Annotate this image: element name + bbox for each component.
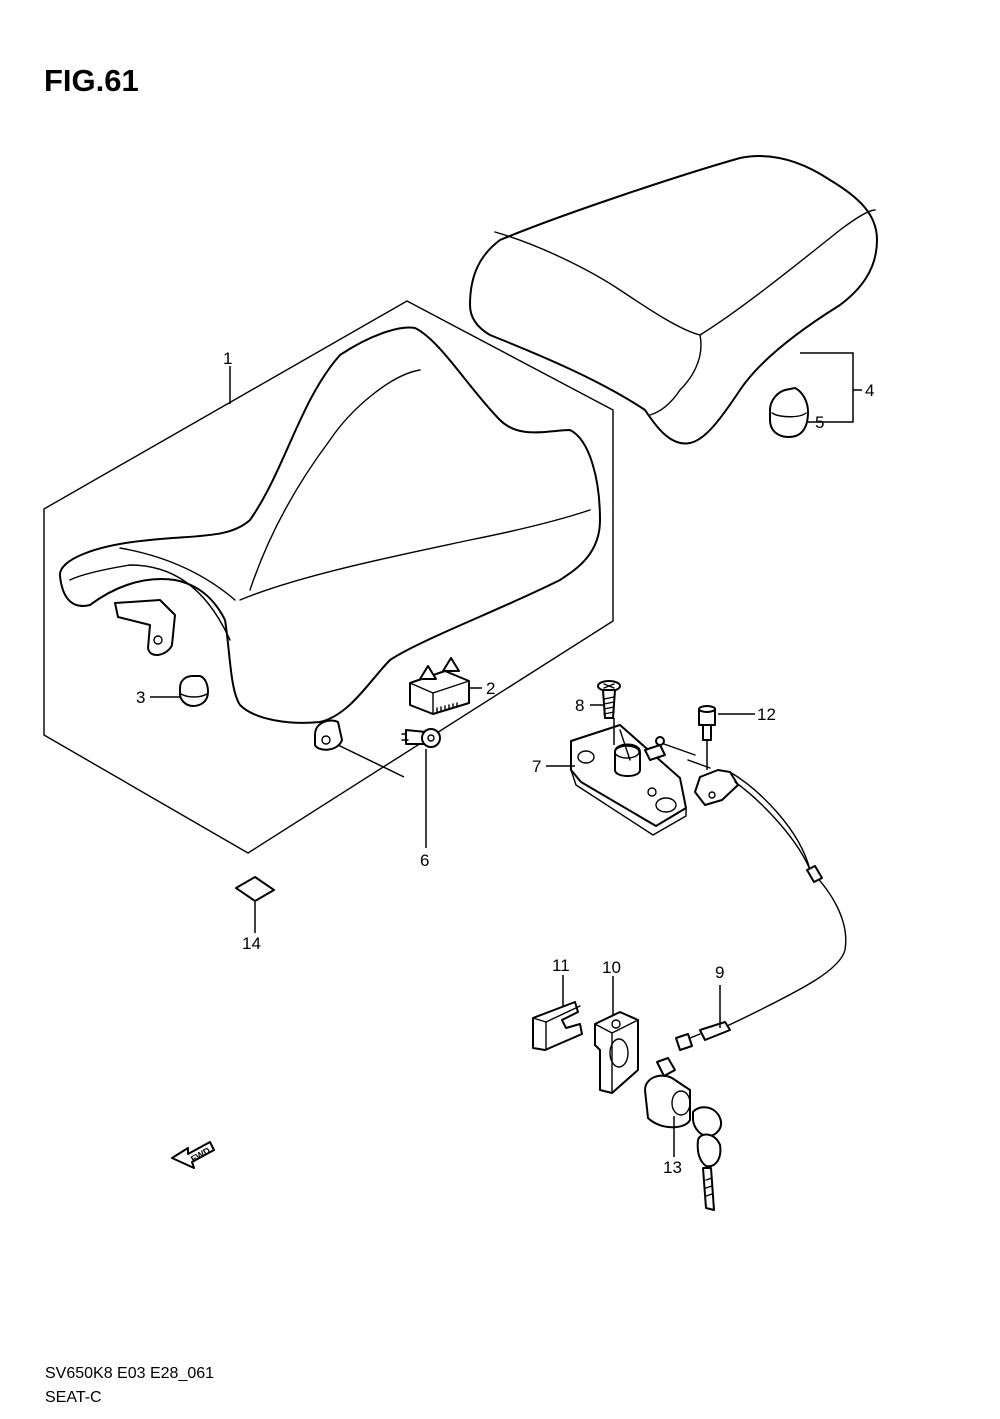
callout-3: 3 [136,688,145,707]
bracket-part-10[interactable] [594,1011,639,1094]
section-name: SEAT-C [45,1389,102,1406]
bolt-part-12[interactable] [698,705,716,741]
cushion-block-part-2[interactable] [409,657,470,715]
seat-lock-cable-part-9[interactable] [655,736,847,1051]
callout-11: 11 [552,956,570,975]
callout-12: 12 [757,705,776,724]
label-part-14[interactable] [235,876,275,902]
figure-title: FIG.61 [44,63,139,98]
front-seat-part[interactable] [58,326,601,751]
model-code: SV650K8 E03 E28_061 [45,1365,214,1382]
lock-cylinder-part-13[interactable] [644,1057,722,1211]
rear-seat-part[interactable] [469,155,878,445]
cushion-part-5[interactable] [769,387,809,438]
callout-7: 7 [532,757,541,776]
callout-4: 4 [865,381,874,400]
callout-9: 9 [715,963,724,982]
callout-5: 5 [815,413,824,432]
callout-13: 13 [663,1158,682,1177]
assembly-outline-box [43,300,614,854]
cushion-part-3[interactable] [179,675,209,707]
callout-14: 14 [242,934,261,953]
callout-2: 2 [486,679,495,698]
seat-lock-base-part-7[interactable] [570,724,687,836]
screw-part-8[interactable] [597,680,621,719]
callout-10: 10 [602,958,621,977]
leader-lines [150,352,862,1157]
screw-part-6[interactable] [401,728,441,748]
callout-6: 6 [420,851,429,870]
clip-part-11[interactable] [532,1001,583,1051]
callout-1: 1 [223,349,232,368]
callout-8: 8 [575,696,584,715]
forward-arrow-icon: FWD [171,1141,215,1169]
